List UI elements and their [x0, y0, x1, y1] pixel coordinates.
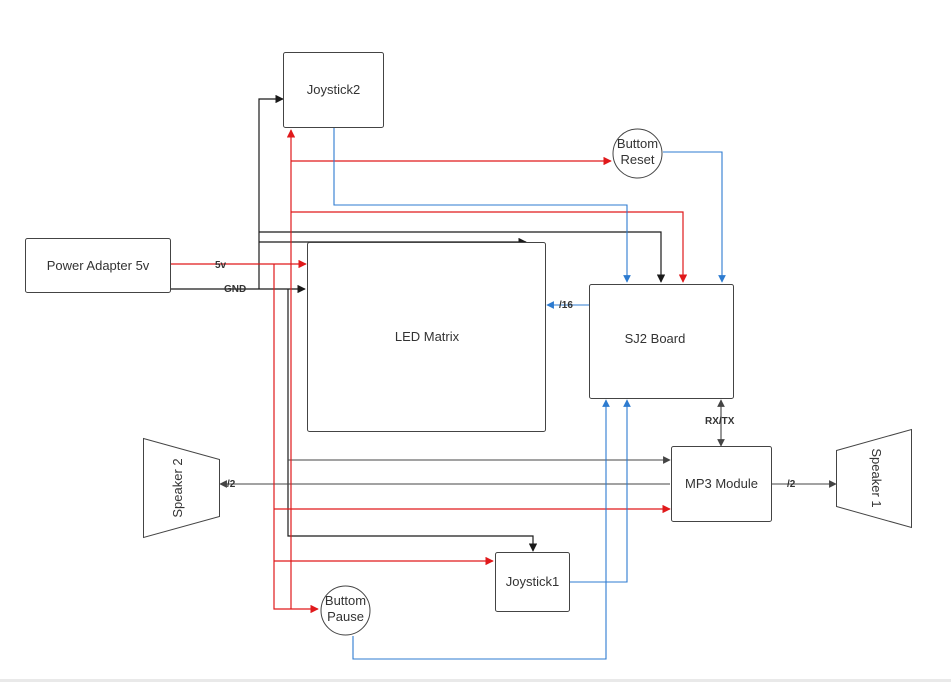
node-mp3-module: MP3 Module	[671, 446, 772, 522]
wire-reset-sj2	[663, 151, 726, 283]
label-5v: 5v	[215, 260, 227, 271]
node-sj2-board: SJ2 Board	[589, 284, 734, 399]
power-wires	[170, 129, 688, 614]
power-adapter-label: Power Adapter 5v	[47, 258, 150, 273]
mp3-module-label: MP3 Module	[685, 476, 758, 491]
node-speaker1: Speaker 1	[836, 428, 912, 529]
speaker2-label: Speaker 2	[170, 458, 185, 517]
wire-joystick1-sj2	[570, 399, 631, 583]
node-joystick1: Joystick1	[495, 552, 570, 612]
label-bus16: /16	[559, 300, 573, 311]
signal-wires	[333, 128, 726, 660]
led-matrix-label: LED Matrix	[395, 329, 460, 344]
wire-5v-sj2	[291, 211, 688, 283]
node-button-reset: Buttom Reset	[612, 128, 663, 179]
wire-gnd-sj2	[259, 231, 666, 283]
wire-gnd-joystick2	[258, 94, 284, 289]
node-power-adapter: Power Adapter 5v	[25, 238, 171, 293]
node-speaker2: Speaker 2	[143, 437, 220, 539]
label-bus2-right: /2	[787, 479, 796, 490]
button-pause-label-line1: Buttom	[325, 593, 366, 608]
button-reset-label-line2: Reset	[621, 152, 655, 167]
button-reset-label-line1: Buttom	[617, 136, 658, 151]
joystick1-label: Joystick1	[506, 574, 559, 589]
bottom-divider	[0, 679, 951, 682]
label-rxtx: RX/TX	[705, 416, 735, 427]
button-pause-label-line2: Pause	[327, 609, 364, 624]
wire-pause-sj2	[352, 399, 610, 660]
joystick2-label: Joystick2	[307, 82, 360, 97]
node-button-pause: Buttom Pause	[320, 585, 371, 636]
label-gnd: GND	[224, 284, 246, 295]
wire-5v-trunk-left	[273, 264, 319, 614]
speaker1-label: Speaker 1	[869, 448, 884, 507]
sj2-board-label: SJ2 Board	[625, 331, 686, 346]
node-led-matrix: LED Matrix	[307, 242, 546, 432]
label-bus2-left: /2	[227, 479, 236, 490]
node-joystick2: Joystick2	[283, 52, 384, 128]
wire-joystick2-sj2	[333, 128, 631, 283]
wire-gnd-joystick1	[287, 289, 538, 552]
